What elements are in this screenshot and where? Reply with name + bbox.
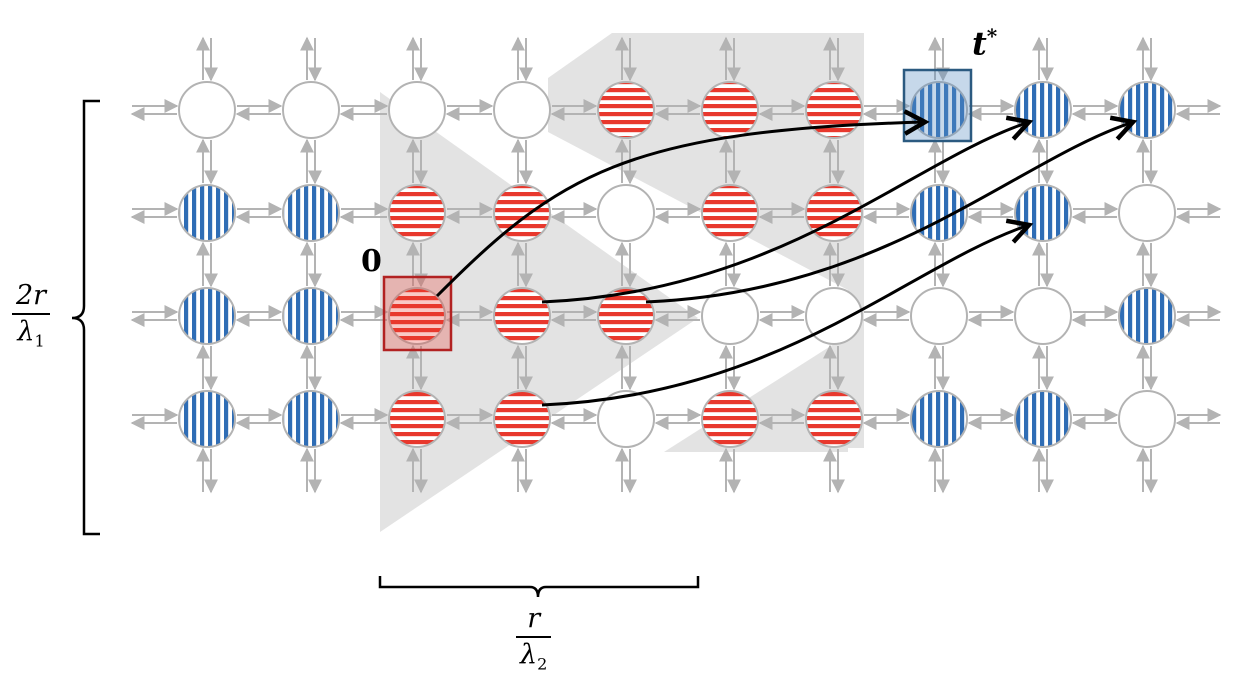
lattice-node-empty: [597, 390, 655, 448]
target-label-sup: *: [986, 24, 998, 48]
bottom-brace: [378, 576, 700, 598]
lattice-node-red: [805, 390, 863, 448]
target-label: t*: [972, 24, 997, 63]
left-den-symbol: λ: [17, 316, 35, 347]
shift-arrow: [541, 122, 1029, 304]
origin-label: 0: [361, 244, 382, 279]
lattice-node-blue: [178, 287, 236, 345]
lattice-node-blue: [282, 184, 340, 242]
lattice-node-red: [493, 184, 551, 242]
shift-curves: [435, 122, 1133, 407]
bottom-den-symbol: λ: [520, 639, 538, 670]
lattice-node-red: [493, 287, 551, 345]
lattice-node-blue: [178, 390, 236, 448]
lattice-node-red: [493, 390, 551, 448]
lattice-node-empty: [701, 287, 759, 345]
lattice-node-empty: [1118, 184, 1176, 242]
lattice-node-empty: [910, 287, 968, 345]
lattice-node-blue: [178, 184, 236, 242]
lattice-node-blue: [1118, 287, 1176, 345]
shift-arrow: [645, 122, 1133, 304]
left-brace: [71, 99, 100, 536]
bottom-den-subscript: 2: [537, 654, 548, 674]
lattice-node-red: [701, 81, 759, 139]
lattice-node-empty: [597, 184, 655, 242]
lattice-node-red: [597, 81, 655, 139]
lattice-node-red: [388, 287, 446, 345]
lattice-node-blue: [282, 287, 340, 345]
lattice-node-blue: [282, 390, 340, 448]
lattice-node-empty: [282, 81, 340, 139]
lattice-node-red: [388, 390, 446, 448]
lattice-node-red: [597, 287, 655, 345]
bottom-fraction-numerator: r: [527, 603, 541, 634]
left-fraction-numerator: 2r: [16, 280, 47, 311]
lattice-node-blue: [1118, 81, 1176, 139]
target-label-letter: t: [972, 24, 987, 63]
lattice-node-empty: [1014, 287, 1072, 345]
left-fraction-denominator: λ1: [12, 313, 51, 358]
left-den-subscript: 1: [34, 331, 45, 351]
lattice-node-empty: [388, 81, 446, 139]
lattice-node-blue: [1014, 81, 1072, 139]
lattice-node-blue: [1014, 184, 1072, 242]
lattice-node-blue: [910, 184, 968, 242]
lattice-node-blue: [1014, 390, 1072, 448]
lattice-node-red: [388, 184, 446, 242]
left-fraction: 2r λ1: [12, 279, 51, 358]
lattice-node-red: [805, 81, 863, 139]
lattice-node-empty: [1118, 390, 1176, 448]
lattice-node-empty: [178, 81, 236, 139]
lattice-node-empty: [493, 81, 551, 139]
lattice-node-red: [701, 184, 759, 242]
origin-highlight-box: [382, 275, 453, 352]
bottom-fraction-denominator: λ2: [516, 636, 552, 681]
lattice-node-blue: [910, 390, 968, 448]
shift-arrow: [541, 225, 1029, 407]
bottom-fraction: r λ2: [516, 602, 552, 681]
target-highlight-box: [902, 68, 973, 143]
lattice-node-red: [701, 390, 759, 448]
shift-arrow: [435, 122, 925, 298]
